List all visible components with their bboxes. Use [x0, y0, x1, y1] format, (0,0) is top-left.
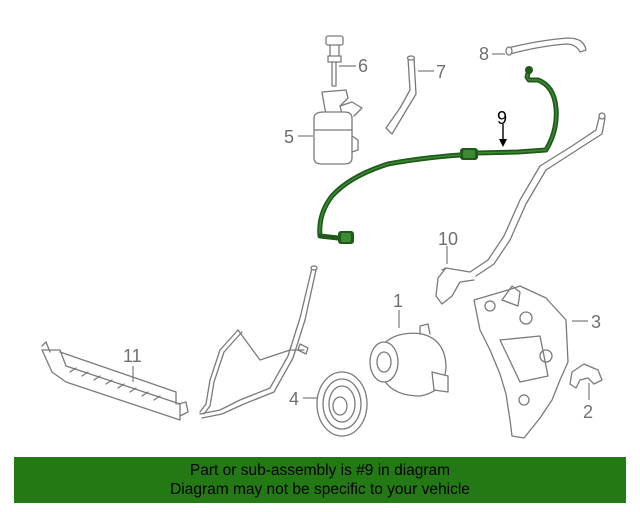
callout-10: 10 [438, 229, 458, 249]
callout-1: 1 [393, 291, 403, 311]
part-9-pressure-hose [317, 66, 559, 244]
return-line [469, 112, 606, 277]
part-3-bracket [473, 285, 569, 439]
part-5-reservoir [313, 89, 363, 165]
callout-9: 9 [497, 108, 507, 128]
info-banner: Part or sub-assembly is #9 in diagram Di… [14, 457, 626, 503]
part-4-pulley [316, 371, 368, 437]
callout-8: 8 [479, 44, 489, 64]
part-10-fitting-line [435, 267, 475, 305]
callout-11: 11 [123, 346, 142, 366]
callout-4: 4 [289, 389, 299, 409]
banner-line-1: Part or sub-assembly is #9 in diagram [189, 462, 451, 479]
callout-3: 3 [591, 312, 601, 332]
part-1-pump [369, 323, 449, 397]
callout-6: 6 [358, 56, 368, 76]
banner-line-2: Diagram may not be specific to your vehi… [170, 481, 470, 498]
part-7-hose [385, 55, 417, 135]
callout-5: 5 [284, 127, 294, 147]
part-8-upper-hose [505, 37, 587, 56]
cooler-lines [199, 265, 318, 419]
leader-9-arrow [499, 139, 507, 147]
part-2-clip [569, 363, 603, 389]
callout-2: 2 [583, 402, 593, 422]
part-11-cooler [41, 341, 189, 421]
callout-7: 7 [436, 62, 446, 82]
part-6-dipstick [325, 35, 344, 87]
